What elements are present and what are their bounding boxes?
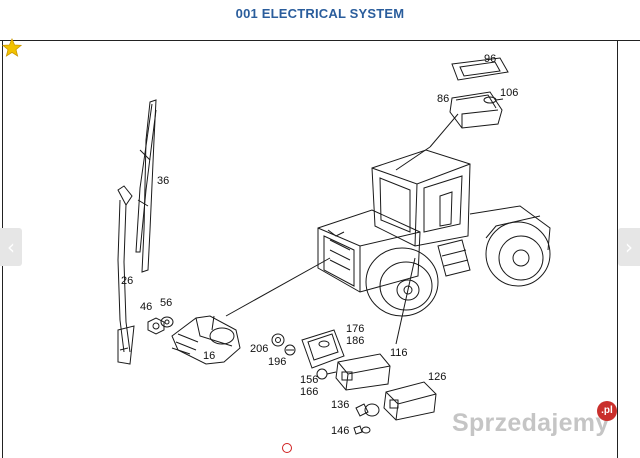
watermark-badge: .pl <box>597 401 617 421</box>
lamp-housing-116-part <box>335 353 391 391</box>
roof-lamp-part <box>449 91 503 129</box>
lamp-frame-part <box>451 57 509 81</box>
bulb-136-part <box>355 403 380 417</box>
label-146: 146 <box>331 425 349 437</box>
bulb-196-part <box>284 344 296 356</box>
label-136: 136 <box>331 399 349 411</box>
diagram-frame <box>0 40 640 458</box>
label-126: 126 <box>428 371 446 383</box>
bulb-146-part <box>353 425 371 435</box>
bulb-206-part <box>271 333 285 347</box>
next-image-button[interactable]: › <box>618 228 640 266</box>
socket-156-part <box>316 368 337 380</box>
label-36: 36 <box>157 175 169 187</box>
lamp-lens-part <box>301 329 345 369</box>
label-16: 16 <box>203 350 215 362</box>
location-marker-icon <box>282 443 292 453</box>
chevron-right-icon: › <box>625 235 633 259</box>
wiper-blade-part <box>135 99 157 273</box>
lamp-housing-126-part <box>383 381 437 421</box>
prev-image-button[interactable]: ‹ <box>0 228 22 266</box>
bulb-106-part <box>483 96 504 104</box>
label-56: 56 <box>160 297 172 309</box>
label-176: 176 <box>346 323 364 335</box>
label-206: 206 <box>250 343 268 355</box>
frame-right-border <box>617 40 618 458</box>
chevron-left-icon: ‹ <box>7 235 15 259</box>
tractor-drawing <box>317 149 551 317</box>
page-title: 001 ELECTRICAL SYSTEM <box>235 6 405 21</box>
wiper-motor-part <box>171 315 241 365</box>
watermark-logo: Sprzedajemy <box>452 409 610 437</box>
label-156: 156 <box>300 374 318 386</box>
label-106: 106 <box>500 87 518 99</box>
nut-washer-part <box>147 316 174 335</box>
label-46: 46 <box>140 301 152 313</box>
label-186: 186 <box>346 335 364 347</box>
star-icon[interactable] <box>2 38 22 58</box>
label-116: 116 <box>390 347 408 359</box>
label-196: 196 <box>268 356 286 368</box>
label-96: 96 <box>484 53 496 65</box>
label-26: 26 <box>121 275 133 287</box>
wiper-arm-part <box>117 185 135 365</box>
label-86: 86 <box>437 93 449 105</box>
label-166: 166 <box>300 386 318 398</box>
